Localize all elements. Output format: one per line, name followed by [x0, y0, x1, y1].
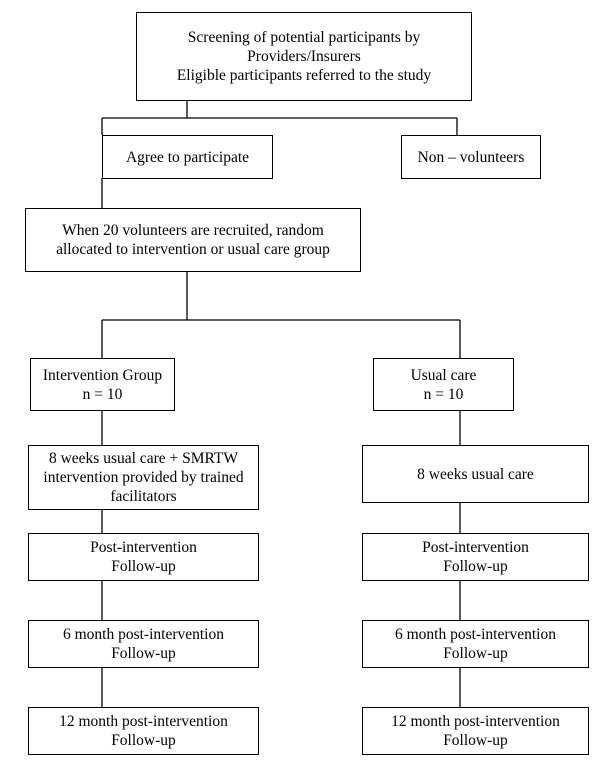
- intervention-8-weeks-line: facilitators: [110, 488, 177, 505]
- screening-box: Screening of potential participants by Pr…: [136, 12, 472, 101]
- usual-care-8-weeks-box: 8 weeks usual care: [362, 445, 589, 503]
- agree-box: Agree to participate: [102, 135, 273, 179]
- randomization-line: When 20 volunteers are recruited, random: [62, 222, 324, 239]
- randomization-box: When 20 volunteers are recruited, random…: [25, 208, 361, 272]
- intervention-6-month-followup-line: 6 month post-intervention: [62, 626, 224, 643]
- intervention-8-weeks-box: 8 weeks usual care + SMRTW intervention p…: [28, 445, 259, 510]
- usual-care-8-weeks-line: 8 weeks usual care: [417, 465, 534, 483]
- usual-care-group-line: n = 10: [423, 385, 464, 403]
- intervention-12-month-followup-line: 12 month post-intervention: [59, 713, 228, 730]
- randomization-line: allocated to intervention or usual care …: [56, 241, 330, 258]
- screening-line: Eligible participants referred to the st…: [176, 67, 432, 84]
- usual-care-12-month-followup-line: 12 month post-intervention: [391, 713, 560, 730]
- non-volunteers-line: Non – volunteers: [417, 148, 525, 166]
- usual-care-group-line: Usual care: [410, 366, 477, 384]
- usual-care-6-month-followup-line: Follow-up: [443, 645, 508, 662]
- intervention-post-followup-line: Follow-up: [111, 558, 176, 575]
- intervention-post-followup-line: Post-intervention: [90, 539, 197, 556]
- intervention-8-weeks-line: intervention provided by trained: [43, 469, 244, 486]
- intervention-6-month-followup-line: Follow-up: [111, 645, 176, 662]
- screening-line: Screening of potential participants by: [187, 29, 421, 46]
- non-volunteers-box: Non – volunteers: [401, 135, 541, 179]
- agree-line: Agree to participate: [125, 148, 250, 166]
- intervention-8-weeks-line: 8 weeks usual care + SMRTW: [48, 450, 239, 467]
- intervention-12-month-followup-line: Follow-up: [111, 732, 176, 749]
- usual-care-6-month-followup-line: 6 month post-intervention: [394, 626, 556, 643]
- usual-care-post-followup-line: Post-intervention: [422, 539, 529, 556]
- screening-line: Providers/Insurers: [247, 48, 361, 65]
- usual-care-post-followup-line: Follow-up: [443, 558, 508, 575]
- intervention-group-line: n = 10: [82, 385, 123, 403]
- usual-care-12-month-followup-line: Follow-up: [443, 732, 508, 749]
- intervention-group-line: Intervention Group: [42, 366, 163, 384]
